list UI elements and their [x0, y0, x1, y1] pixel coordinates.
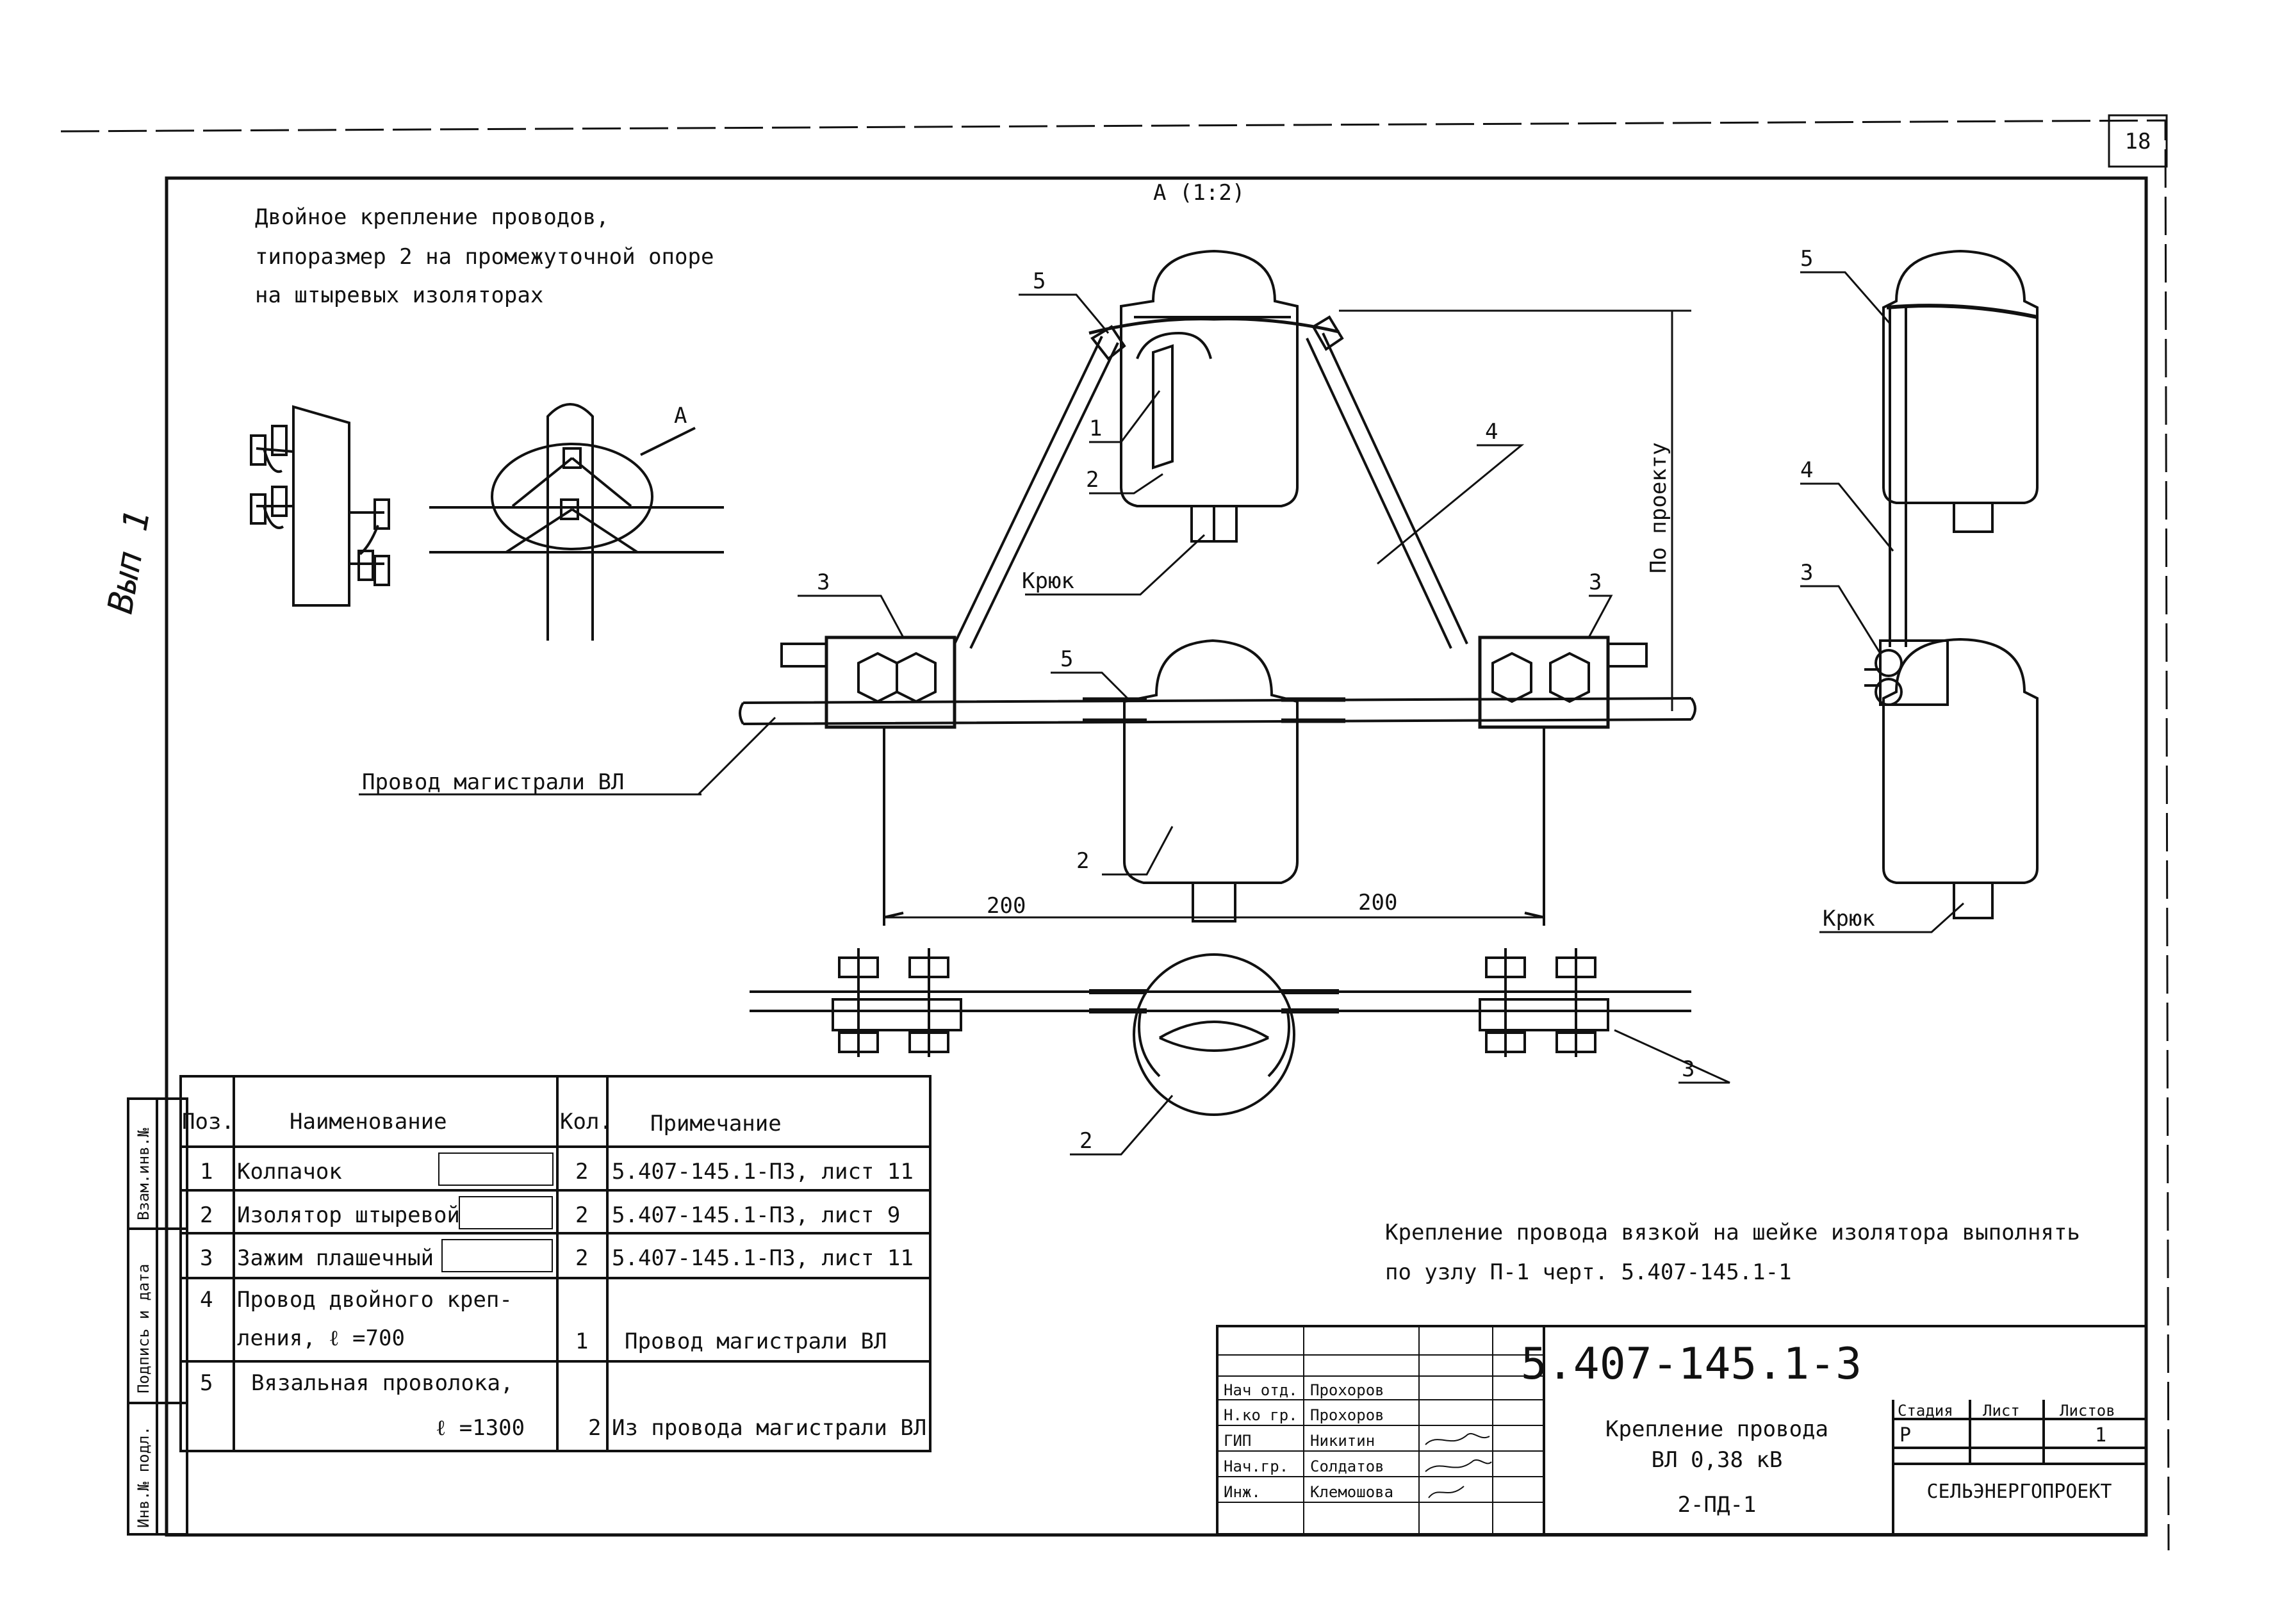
row3-name: Зажим плашечный — [237, 1245, 434, 1271]
name-5: Клемошова — [1310, 1483, 1393, 1501]
plan-clamp-left — [832, 948, 962, 1057]
th-pos: Поз. — [182, 1109, 234, 1135]
doc-code: 5.407-145.1-3 — [1521, 1339, 1862, 1390]
plan-view — [750, 948, 1691, 1116]
row5-name: Вязальная проволока, — [251, 1370, 513, 1396]
side-margin — [127, 1097, 188, 1536]
margin-vzam: Взам.инв.№ — [135, 1128, 152, 1220]
org-name: СЕЛЬЭНЕРГОПРОЕКТ — [1927, 1480, 2112, 1503]
row5-name2: ℓ =1300 — [436, 1415, 525, 1441]
sheet-frame — [60, 119, 2170, 1551]
lower-insulator — [1123, 639, 1299, 884]
label-3-side: 3 — [1800, 560, 1813, 586]
label-3-right: 3 — [1589, 570, 1602, 595]
title-note-line-3: на штыревых изоляторах — [255, 283, 543, 308]
role-1: Нач отд. — [1224, 1381, 1298, 1399]
role-2: Н.ко гр. — [1224, 1406, 1298, 1424]
row2-name: Изолятор штыревой — [237, 1202, 460, 1228]
margin-podpis: Подпись и дата — [135, 1264, 152, 1393]
label-hook-front: Крюк — [1022, 568, 1074, 594]
label-4-side: 4 — [1800, 457, 1813, 483]
name-4: Солдатов — [1310, 1457, 1384, 1475]
sheets-value: 1 — [2095, 1424, 2106, 1447]
row5-qty: 2 — [588, 1415, 601, 1441]
general-note: Крепление провода вязкой на шейке изолят… — [1385, 1220, 2080, 1285]
title-line-3: 2-ПД-1 — [1678, 1492, 1757, 1518]
row2-qty: 2 — [575, 1202, 588, 1228]
th-name: Наименование — [290, 1109, 447, 1135]
callout-A: А — [674, 403, 687, 429]
row4-name2: ления, ℓ =700 — [237, 1325, 405, 1351]
callout-labels: 5 1 2 Крюк 3 3 4 5 Провод магистрали ВЛ … — [362, 246, 1875, 1154]
row2-pos: 2 — [200, 1202, 213, 1228]
handwritten-note: Вып 1 — [100, 507, 158, 616]
stage-header: Стадия — [1898, 1402, 1953, 1420]
pole-front-view — [429, 403, 724, 641]
view-label: А (1:2) — [1153, 180, 1245, 206]
spec-table: Поз. Наименование Кол. Примечание 1 Колп… — [179, 1075, 931, 1452]
th-note: Примечание — [650, 1111, 782, 1136]
signatures — [1425, 1433, 1492, 1498]
title-note-line-1: Двойное крепление проводов, — [255, 204, 609, 230]
row4-pos: 4 — [200, 1287, 213, 1313]
label-2-plan: 2 — [1079, 1128, 1092, 1154]
row4-name: Провод двойного креп- — [237, 1287, 513, 1313]
label-dim-right: 200 — [1358, 890, 1397, 915]
name-1: Прохоров — [1310, 1381, 1384, 1399]
role-4: Нач.гр. — [1224, 1457, 1288, 1475]
margin-inv: Инв.№ подл. — [135, 1426, 152, 1528]
name-2: Прохоров — [1310, 1406, 1384, 1424]
clamp-left — [825, 636, 956, 729]
title-block: 5.407-145.1-3 Нач отд. Прохоров Н.ко гр.… — [1216, 1325, 2147, 1536]
name-3: Никитин — [1310, 1432, 1375, 1450]
title-line-2: ВЛ 0,38 кВ — [1652, 1447, 1783, 1473]
row5-pos: 5 — [200, 1370, 213, 1396]
label-3-plan: 3 — [1682, 1056, 1694, 1082]
title-note: Двойное крепление проводов, типоразмер 2… — [255, 204, 714, 308]
label-1: 1 — [1089, 416, 1102, 441]
title-line-1: Крепление провода — [1605, 1416, 1828, 1442]
row1-pos: 1 — [200, 1159, 213, 1185]
side-view — [1864, 249, 2039, 919]
row2-note: 5.407-145.1-ПЗ, лист 9 — [612, 1202, 900, 1228]
label-by-project: По проекту — [1646, 442, 1671, 573]
row1-qty: 2 — [575, 1159, 588, 1185]
leader-lines — [359, 271, 1965, 1156]
note-line-1: Крепление провода вязкой на шейке изолят… — [1385, 1220, 2080, 1245]
page-number: 18 — [2125, 129, 2151, 154]
label-dim-left: 200 — [987, 893, 1026, 919]
label-5-side: 5 — [1800, 246, 1813, 272]
row5-note: Из провода магистрали ВЛ — [612, 1415, 926, 1441]
label-5-lower: 5 — [1060, 646, 1073, 672]
label-main-wire: Провод магистрали ВЛ — [362, 769, 624, 795]
page-number-box: 18 — [2108, 114, 2168, 168]
label-hook-side: Крюк — [1823, 906, 1875, 931]
role-3: ГИП — [1224, 1432, 1251, 1450]
label-2-lower: 2 — [1076, 848, 1089, 874]
row3-qty: 2 — [575, 1245, 588, 1271]
row4-qty: 1 — [575, 1329, 588, 1354]
row3-note: 5.407-145.1-ПЗ, лист 11 — [612, 1245, 914, 1271]
row1-name: Колпачок — [237, 1159, 342, 1185]
label-4: 4 — [1485, 419, 1498, 445]
label-2-top: 2 — [1086, 467, 1099, 493]
stage-value: Р — [1900, 1424, 1911, 1447]
th-qty: Кол. — [560, 1109, 612, 1135]
upper-insulator — [1120, 249, 1299, 507]
sheets-header: Листов — [2060, 1402, 2115, 1420]
row4-note: Провод магистрали ВЛ — [625, 1329, 887, 1354]
title-note-line-2: типоразмер 2 на промежуточной опоре — [255, 244, 714, 270]
main-front-view — [739, 249, 1696, 926]
note-line-2: по узлу П-1 черт. 5.407-145.1-1 — [1385, 1259, 1792, 1285]
sheet-header: Лист — [1983, 1402, 2020, 1420]
row1-note: 5.407-145.1-ПЗ, лист 11 — [612, 1159, 914, 1185]
label-3-left: 3 — [817, 570, 830, 595]
role-5: Инж. — [1224, 1483, 1261, 1501]
pole-side-view — [250, 405, 390, 607]
plan-clamp-right — [1479, 948, 1609, 1057]
label-5-top: 5 — [1033, 268, 1046, 294]
row3-pos: 3 — [200, 1245, 213, 1271]
